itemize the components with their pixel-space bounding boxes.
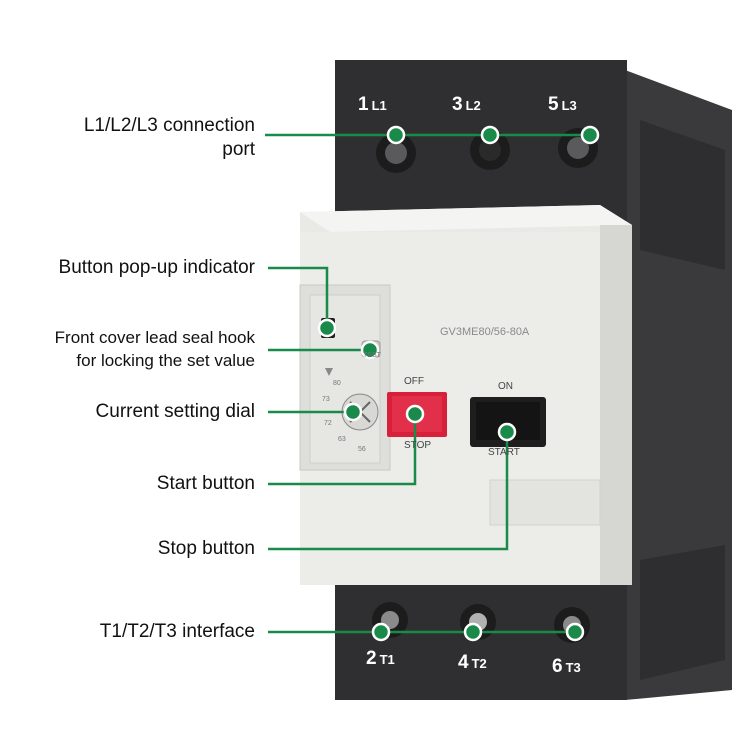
dot-dial [343, 402, 363, 422]
callout-seal-hook: Front cover lead seal hook for locking t… [55, 326, 255, 372]
on-label: ON [498, 381, 513, 392]
start-label: START [488, 447, 520, 458]
terminal-number: 4 [458, 652, 469, 673]
callout-current-dial: Current setting dial [95, 401, 255, 422]
dot-l3 [580, 125, 600, 145]
dot-start [405, 404, 425, 424]
terminal-sub: L3 [561, 98, 577, 113]
dot-l2 [480, 125, 500, 145]
callout-seal-hook-line1: Front cover lead seal hook [54, 328, 255, 347]
leader-dots [317, 125, 600, 642]
callout-line-port-line1: L1/L2/L3 connection [83, 115, 255, 136]
callout-seal-hook-line2: for locking the set value [76, 351, 255, 370]
leader-lines [265, 133, 590, 634]
terminal-sub: T1 [379, 652, 395, 667]
dot-t3 [565, 622, 585, 642]
callout-stop-button: Stop button [157, 538, 255, 559]
dot-l1 [386, 125, 406, 145]
dot-stop [497, 422, 517, 442]
terminal-sub: T2 [471, 656, 487, 671]
top-terminal-screws [376, 128, 598, 173]
terminal-number: 3 [452, 94, 463, 115]
terminal-number: 6 [552, 656, 563, 677]
terminal-number: 2 [366, 648, 377, 669]
callout-start-button: Start button [156, 473, 255, 494]
dial-scale-73: 73 [322, 396, 330, 403]
dot-t2 [463, 622, 483, 642]
callout-load-interface: T1/T2/T3 interface [99, 621, 255, 642]
terminal-number: 5 [548, 94, 559, 115]
dot-seal [360, 340, 380, 360]
terminal-sub: L1 [371, 98, 387, 113]
dial-scale-63: 63 [338, 436, 346, 443]
callout-line-port-line2: port [222, 139, 255, 160]
dial-scale-80: 80 [333, 380, 341, 387]
model-number: GV3ME80/56-80A [440, 326, 530, 338]
callout-popup-indicator: Button pop-up indicator [58, 257, 255, 278]
test-mark: TEST [363, 352, 381, 359]
dot-popup [317, 318, 337, 338]
terminal-sub: L2 [465, 98, 481, 113]
dot-t1 [371, 622, 391, 642]
callout-line-port: L1/L2/L3 connection port [84, 114, 255, 162]
stop-label: STOP [404, 440, 432, 451]
off-label: OFF [404, 376, 424, 387]
dial-scale-56: 56 [358, 446, 366, 453]
terminal-sub: T3 [565, 660, 581, 675]
dial-scale-72: 72 [324, 420, 332, 427]
terminal-number: 1 [358, 94, 369, 115]
